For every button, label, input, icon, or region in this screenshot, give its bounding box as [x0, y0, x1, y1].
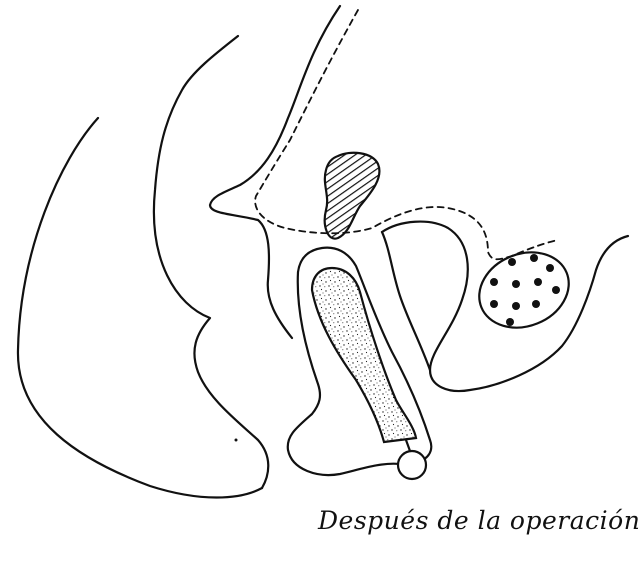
dotted-oval	[468, 239, 580, 340]
small-mark	[235, 439, 238, 442]
caption-text: Después de la operación.–	[318, 506, 638, 546]
small-circle	[398, 451, 426, 479]
tube-connector	[406, 440, 410, 451]
outer-body-contour	[18, 118, 262, 498]
hatched-mass	[325, 153, 380, 239]
rectum-inner-outline	[382, 232, 430, 370]
pelvic-wall-contour	[154, 36, 268, 488]
